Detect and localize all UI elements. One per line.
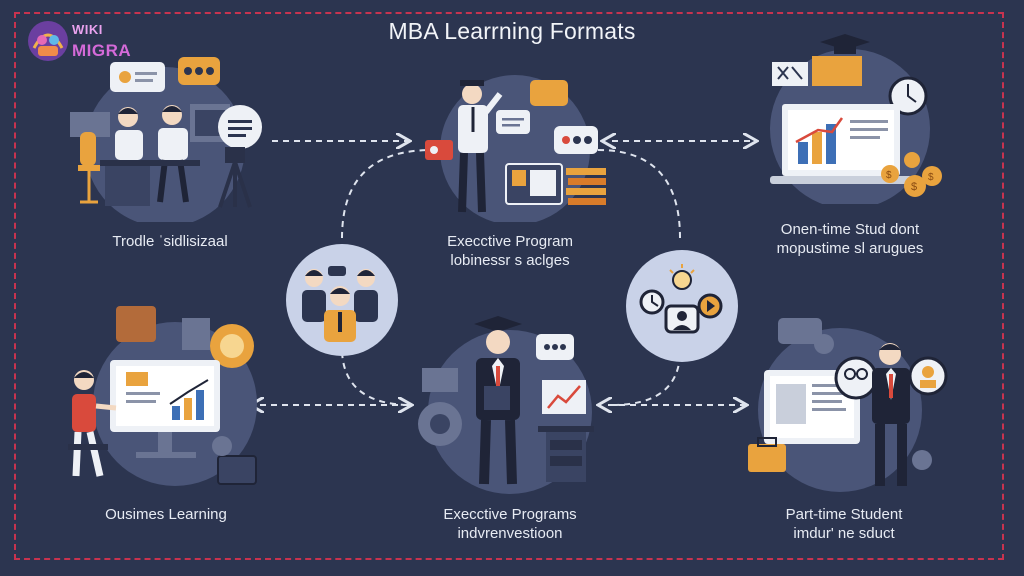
- svg-text:$: $: [886, 170, 892, 181]
- part-time-student-illustration: [748, 318, 948, 492]
- executive-presenter-illustration: [425, 75, 606, 222]
- caption-bottom-left-title: Ousimes Learning: [105, 506, 227, 523]
- logo-text-migra: MIGRA: [72, 41, 132, 60]
- executive-mentor-illustration: [418, 316, 594, 494]
- logo-mark-icon: [28, 21, 68, 61]
- caption-bottom-right-title: Part-time Student: [785, 506, 903, 523]
- caption-top-right-subtitle: mopustime sl arugues: [776, 240, 924, 257]
- flexible-schedule-hub-icon: [626, 250, 738, 362]
- caption-bottom-center-title: Execctive Programs: [443, 506, 577, 523]
- caption-top-right: Onen-time Stud dont mopustime sl arugues: [740, 220, 960, 258]
- svg-text:$: $: [911, 181, 917, 193]
- caption-top-left-title: Trodle ˈsidlisizaal: [112, 233, 228, 250]
- logo: WIKI MIGRA: [26, 18, 156, 68]
- caption-bottom-left: Ousimes Learning: [56, 505, 276, 524]
- dashed-frame: [14, 12, 1004, 560]
- caption-top-center: Execctive Program lobinessr s aclges: [400, 232, 620, 270]
- online-study-illustration: $ $ $: [770, 34, 942, 204]
- svg-text:$: $: [928, 172, 934, 183]
- logo-text-wiki: WIKI: [72, 22, 103, 37]
- page-title: MBA Learrning Formats: [388, 18, 636, 44]
- caption-top-center-title: Execctive Program: [447, 233, 573, 250]
- caption-bottom-center: Execctive Programs indvrenvestioon: [400, 505, 620, 543]
- team-meeting-hub-icon: [286, 244, 398, 356]
- caption-top-left: Trodle ˈsidlisizaal: [60, 232, 280, 251]
- caption-top-right-title: Onen-time Stud dont: [780, 221, 920, 238]
- caption-bottom-right-subtitle: imdur' ne sduct: [793, 525, 895, 542]
- caption-bottom-right: Part-time Student imdur' ne sduct: [734, 505, 954, 543]
- caption-bottom-center-subtitle: indvrenvestioon: [457, 525, 563, 542]
- business-learning-illustration: [68, 306, 257, 486]
- collaboration-illustration: [70, 57, 262, 222]
- caption-top-center-subtitle: lobinessr s aclges: [450, 252, 570, 269]
